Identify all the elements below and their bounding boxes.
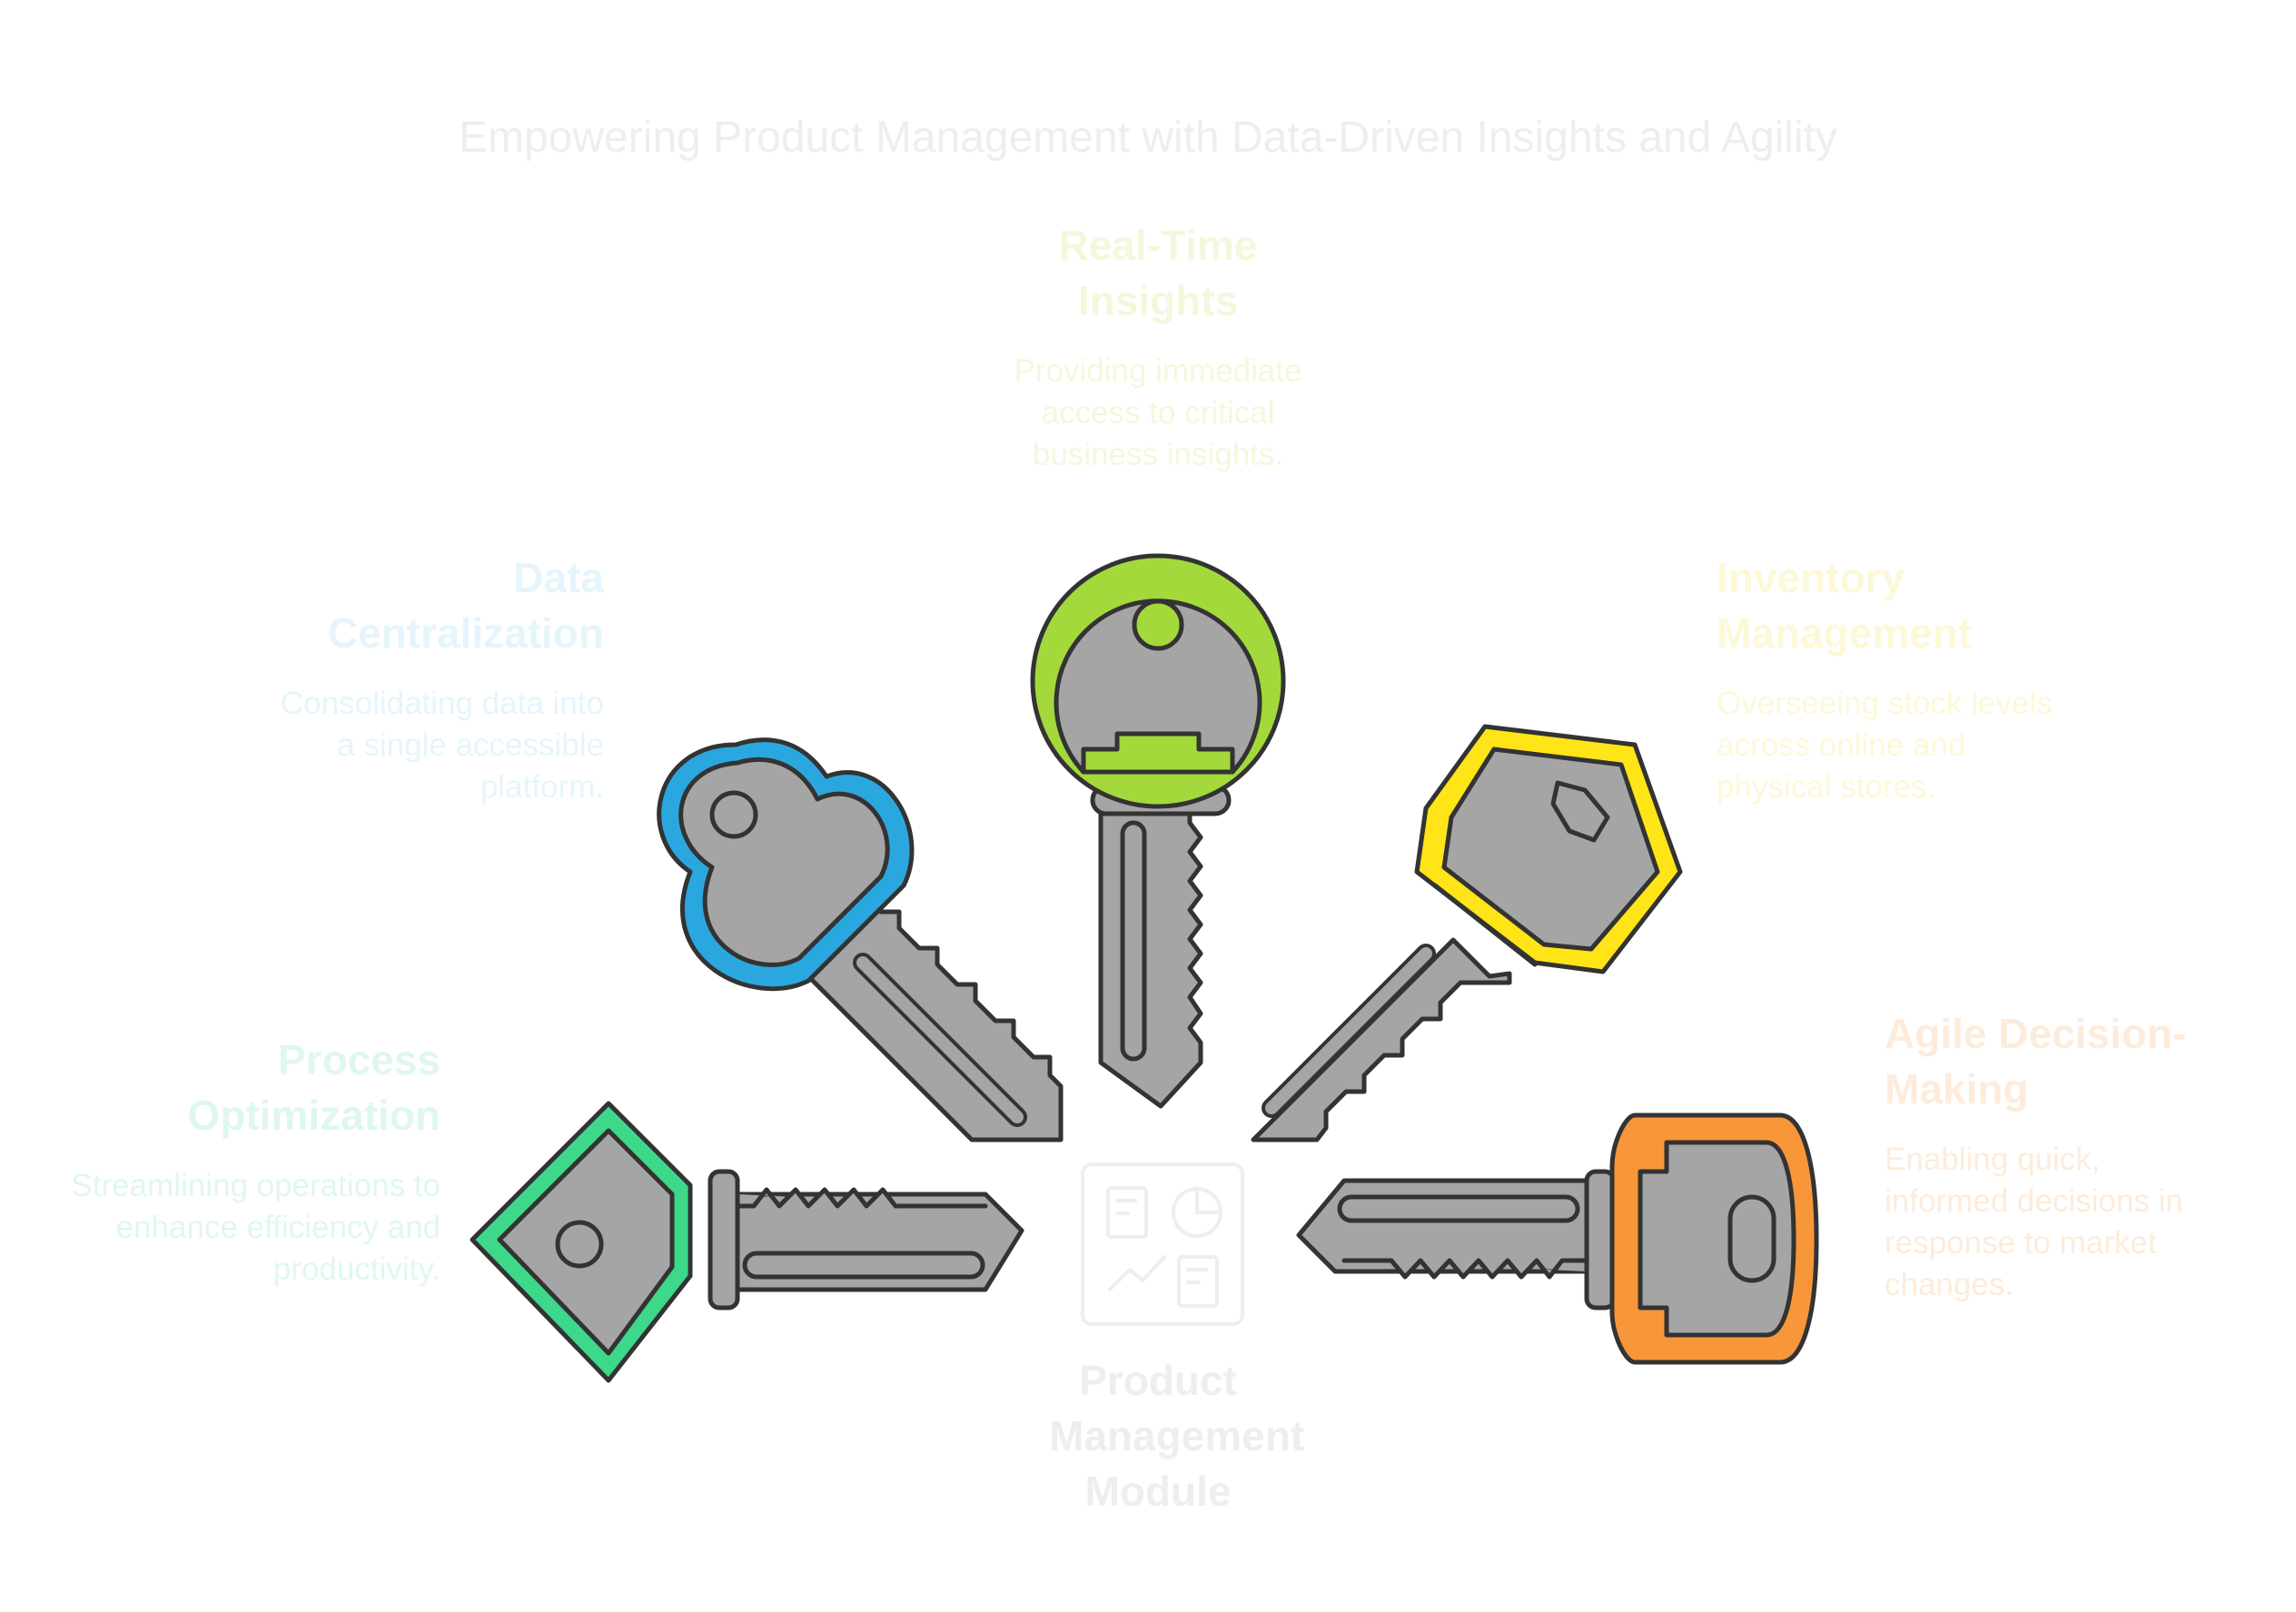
key-rounded-rect-icon (1296, 1113, 1819, 1365)
real-time-insights-description: Providing immediate access to critical b… (1014, 353, 1302, 472)
inventory-management-description: Overseeing stock levels across online an… (1717, 686, 2053, 805)
key-hexagon-icon (1251, 724, 1683, 1142)
process-optimization-title: Process Optimization (187, 1036, 440, 1139)
center-label-text: Product Management Module (1049, 1357, 1305, 1515)
block-inventory-management: Inventory Management Overseeing stock le… (1717, 550, 2098, 808)
key-cloud-icon (657, 737, 1064, 1142)
block-process-optimization: Process Optimization Streamlining operat… (64, 1033, 440, 1291)
block-agile-decision-making: Agile Decision-Making Enabling quick, in… (1885, 1006, 2230, 1306)
block-data-centralization: Data Centralization Consolidating data i… (227, 550, 604, 808)
diagram-title: Empowering Product Management with Data-… (458, 114, 1838, 162)
data-centralization-title: Data Centralization (327, 554, 604, 657)
key-diamond-icon (470, 1101, 1024, 1383)
real-time-insights-title: Real-Time Insights (1058, 222, 1258, 324)
block-real-time-insights: Real-Time Insights Providing immediate a… (976, 218, 1340, 476)
agile-decision-making-title: Agile Decision-Making (1885, 1010, 2187, 1113)
data-centralization-description: Consolidating data into a single accessi… (280, 686, 604, 805)
process-optimization-description: Streamlining operations to enhance effic… (71, 1168, 440, 1287)
agile-decision-making-description: Enabling quick, informed decisions in re… (1885, 1142, 2183, 1302)
dashboard-icon (1081, 1162, 1244, 1326)
center-label: Product Management Module (976, 1353, 1340, 1519)
inventory-management-title: Inventory Management (1717, 554, 1973, 657)
key-round-icon (1030, 553, 1286, 1109)
